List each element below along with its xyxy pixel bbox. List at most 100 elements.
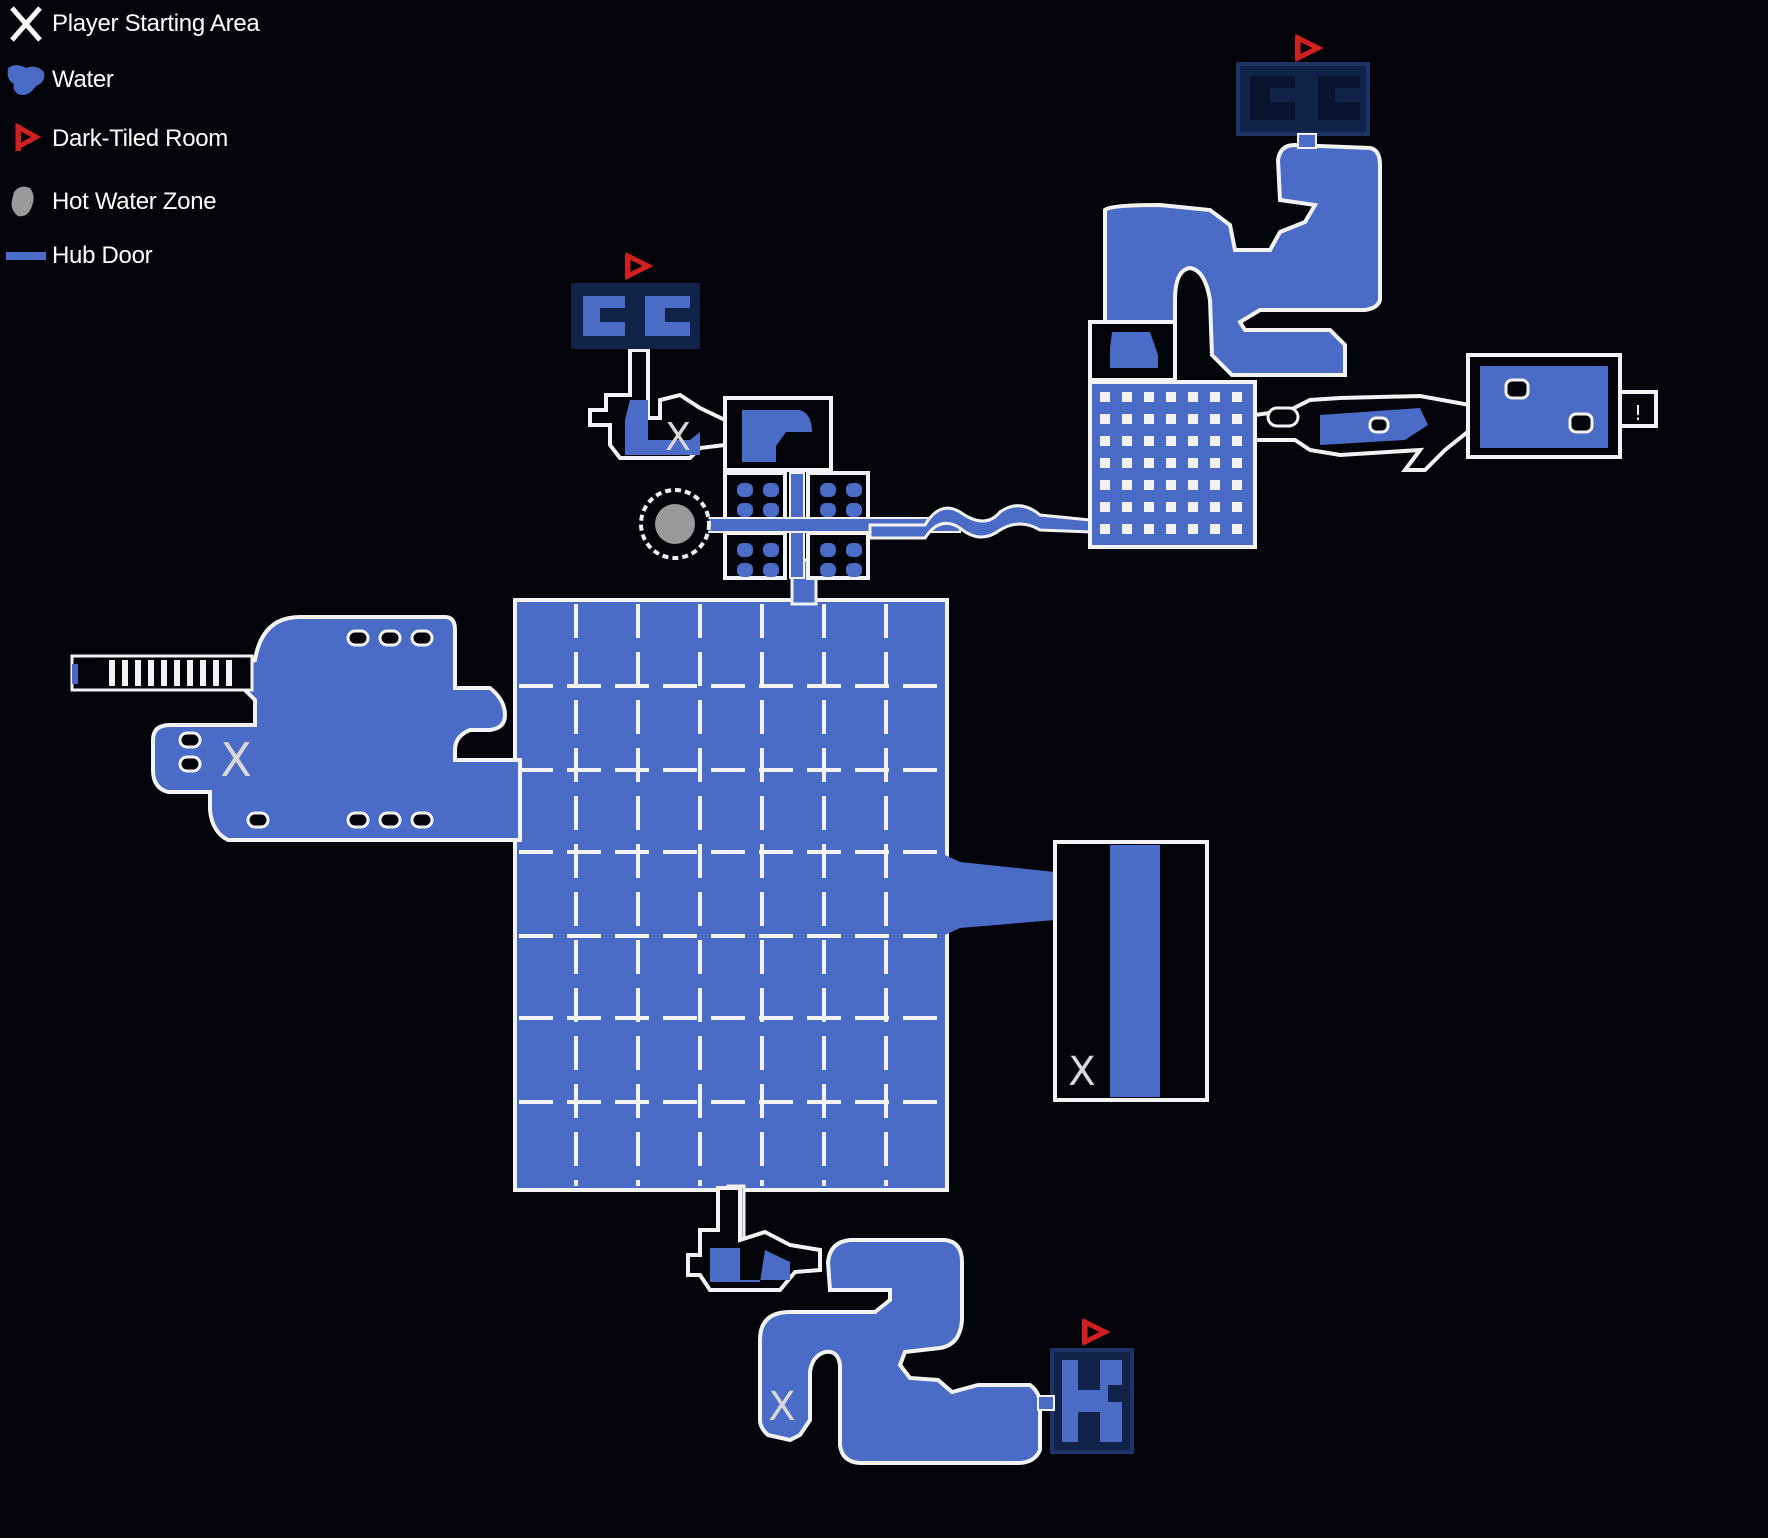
grid-tile — [1188, 436, 1198, 446]
grid-tile — [1144, 392, 1154, 402]
legend-label: Hot Water Zone — [52, 188, 217, 215]
pool-tile — [820, 543, 836, 557]
grid-tile — [1188, 480, 1198, 490]
grid-tile — [1144, 436, 1154, 446]
grid-tile — [1122, 458, 1132, 468]
east-water-strip — [1110, 845, 1160, 1097]
red-flag-south — [1082, 1317, 1111, 1347]
pool-tile — [820, 503, 836, 517]
pillar — [410, 811, 434, 829]
grid-tile — [1122, 436, 1132, 446]
grid-tile — [1210, 436, 1220, 446]
east-room: X — [945, 840, 1209, 1102]
water-blob-icon — [7, 65, 45, 95]
legend-item-hub-door: Hub Door — [0, 234, 300, 278]
gray-blob-icon — [11, 186, 34, 217]
legend-label: Hub Door — [52, 242, 153, 269]
hub-grid-lines — [519, 604, 943, 1186]
grid-tile — [1144, 458, 1154, 468]
legend-item-dark-tiled: Dark-Tiled Room — [0, 117, 300, 161]
northeast-wing: ! — [868, 33, 1658, 549]
pillar — [246, 811, 270, 829]
grid-tile — [1122, 480, 1132, 490]
red-flag-northwest — [625, 251, 654, 281]
pool-tile — [737, 503, 753, 517]
pillar — [178, 755, 202, 773]
legend-label: Water — [52, 66, 114, 93]
grid-tile — [1100, 480, 1110, 490]
grid-tile — [1100, 524, 1110, 534]
grid-tile — [1100, 502, 1110, 512]
grid-tile — [1100, 436, 1110, 446]
grid-tile — [1210, 458, 1220, 468]
grid-tile — [1232, 524, 1242, 534]
grid-tile — [1144, 502, 1154, 512]
hot-water-zone — [639, 488, 711, 560]
grid-tile — [1210, 414, 1220, 424]
pool-tile — [820, 483, 836, 497]
pool-tile — [846, 543, 862, 557]
blue-bar-icon — [6, 252, 46, 260]
grid-tile — [1122, 392, 1132, 402]
grid-tile — [1144, 524, 1154, 534]
pool-tile — [763, 503, 779, 517]
pool-tile — [846, 483, 862, 497]
grid-tile — [1166, 436, 1176, 446]
pool-tile — [846, 563, 862, 577]
hub-room — [513, 598, 949, 1192]
grid-tile — [1100, 458, 1110, 468]
west-hub-door — [72, 664, 78, 684]
legend-item-water: Water — [0, 58, 300, 102]
grid-tile — [1166, 502, 1176, 512]
grid-tile — [1188, 524, 1198, 534]
pillar — [378, 629, 402, 647]
red-flag-icon — [15, 122, 42, 152]
pool-tile — [763, 563, 779, 577]
start-marker-northwest: X — [665, 415, 691, 459]
grid-tile — [1210, 524, 1220, 534]
grid-tile — [1122, 524, 1132, 534]
grid-tile — [1166, 458, 1176, 468]
pool-tile — [846, 503, 862, 517]
grid-tile — [1232, 502, 1242, 512]
grid-tile — [1166, 414, 1176, 424]
grid-tile — [1232, 392, 1242, 402]
grid-tile — [1232, 436, 1242, 446]
grid-tile — [1210, 502, 1220, 512]
grid-tile — [1188, 392, 1198, 402]
west-lobby-room: X — [70, 615, 522, 842]
pillar — [346, 811, 370, 829]
north-junction — [639, 396, 961, 580]
grid-tile — [1144, 414, 1154, 424]
map-legend: Player Starting Area Water Dark-Tiled Ro… — [0, 0, 300, 280]
south-wing: X — [686, 1184, 1134, 1465]
grid-tile — [1100, 392, 1110, 402]
pillar — [378, 811, 402, 829]
legend-item-hot-water: Hot Water Zone — [0, 180, 300, 224]
grid-tile — [1210, 392, 1220, 402]
red-flag-northeast — [1295, 33, 1324, 63]
grid-tile — [1166, 392, 1176, 402]
pool-tile — [820, 563, 836, 577]
note-marker: ! — [1634, 401, 1642, 425]
grid-tile — [1232, 480, 1242, 490]
pillar — [346, 629, 370, 647]
northwest-wing: X — [571, 251, 727, 460]
grid-tile — [1166, 524, 1176, 534]
grid-tile — [1210, 480, 1220, 490]
pool-tile — [737, 483, 753, 497]
x-icon — [10, 6, 42, 42]
grid-tile — [1144, 480, 1154, 490]
legend-label: Dark-Tiled Room — [52, 125, 228, 152]
pool-tile — [737, 563, 753, 577]
start-marker-east: X — [1068, 1049, 1095, 1095]
start-marker-west: X — [220, 733, 252, 787]
grid-tile — [1122, 502, 1132, 512]
grid-tile — [1122, 414, 1132, 424]
grid-tile — [1100, 414, 1110, 424]
pool-tile — [763, 483, 779, 497]
start-marker-south: X — [768, 1384, 795, 1430]
grid-tile — [1232, 458, 1242, 468]
grid-tile — [1166, 480, 1176, 490]
